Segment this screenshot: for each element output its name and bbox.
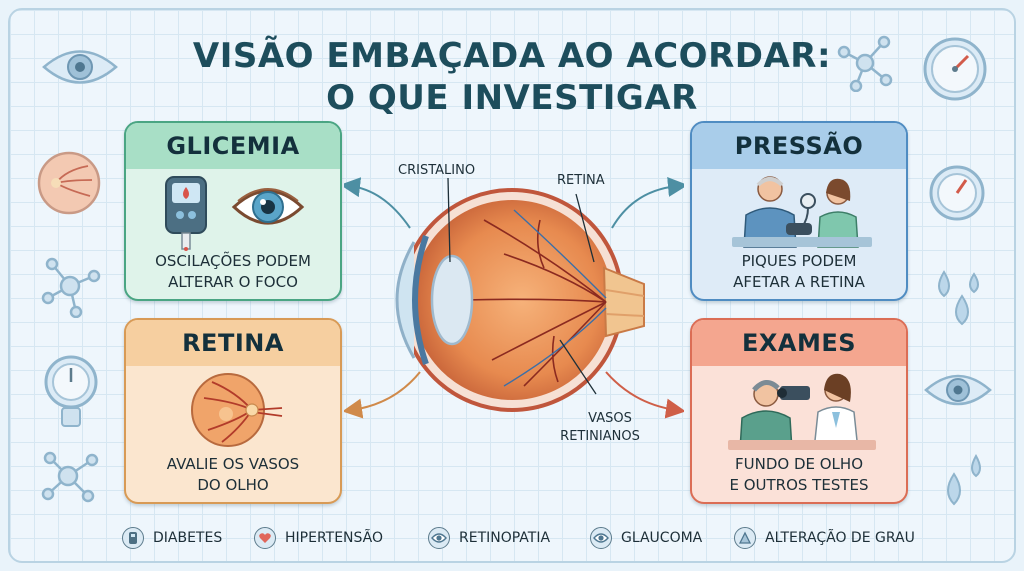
eye-outline-icon	[924, 374, 992, 406]
eye-icon	[231, 188, 305, 225]
card-heading: PRESSÃO	[692, 123, 906, 169]
legend-label: ALTERAÇÃO DE GRAU	[765, 530, 915, 546]
page-title-line2: O QUE INVESTIGAR	[326, 78, 698, 118]
glucometer-icon	[165, 176, 207, 251]
molecule-icon	[41, 451, 99, 503]
gauge-icon	[923, 37, 987, 101]
label-vasos-line2: RETINIANOS	[560, 429, 640, 444]
glucometer-icon	[122, 527, 144, 549]
card-caption-line2: AFETAR A RETINA	[733, 273, 865, 291]
card-heading: EXAMES	[692, 320, 906, 366]
eye-icon	[428, 527, 450, 549]
card-caption-line2: ALTERAR O FOCO	[168, 273, 298, 291]
blood-pressure-scene-icon	[732, 176, 872, 248]
eye-outline-icon	[42, 50, 118, 84]
heart-icon	[254, 527, 276, 549]
card-caption-line1: FUNDO DE OLHO	[735, 455, 863, 473]
eye-exam-scene-icon	[728, 373, 876, 450]
legend-item-diabetes: DIABETES	[122, 524, 222, 552]
retina-fundus-icon	[191, 373, 283, 447]
legend-item-alteracao-de-grau: ALTERAÇÃO DE GRAU	[734, 524, 915, 552]
legend-label: GLAUCOMA	[621, 530, 703, 546]
water-drops-icon	[938, 270, 979, 326]
eye-anatomy-diagram	[344, 176, 684, 419]
card-caption-line1: AVALIE OS VASOS	[166, 455, 300, 473]
legend-label: HIPERTENSÃO	[285, 530, 384, 546]
card-retina: RETINA AVALIE OS VASOS DO OLHO	[124, 318, 342, 504]
sphygmomanometer-icon	[44, 355, 98, 427]
legend-item-hipertensao: HIPERTENSÃO	[254, 524, 383, 552]
label-vasos-line1: VASOS	[588, 411, 632, 426]
card-caption-line1: OSCILAÇÕES PODEM	[155, 252, 311, 270]
retina-small-icon	[37, 151, 101, 215]
eye-icon	[590, 527, 612, 549]
molecule-icon	[837, 35, 893, 92]
molecule-icon	[41, 257, 101, 318]
legend-label: RETINOPATIA	[459, 530, 551, 546]
legend-item-retinopatia: RETINOPATIA	[428, 524, 550, 552]
legend: DIABETES HIPERTENSÃO RETINOPATIA GLAUCOM…	[0, 524, 1024, 552]
card-caption-line1: PIQUES PODEM	[741, 252, 857, 270]
page-title-line1: VISÃO EMBAÇADA AO ACORDAR:	[192, 36, 832, 76]
label-cristalino: CRISTALINO	[398, 163, 476, 178]
lens-icon	[734, 527, 756, 549]
water-drops-icon	[947, 453, 981, 506]
legend-label: DIABETES	[153, 530, 223, 546]
gauge-icon	[929, 165, 985, 221]
label-retina: RETINA	[557, 173, 605, 188]
legend-item-glaucoma: GLAUCOMA	[590, 524, 702, 552]
card-exames: EXAMES FUNDO DE OLHO E OUTROS TESTES	[690, 318, 908, 504]
card-glicemia: GLICEMIA OSCILAÇÕES PODEM ALTERAR O FOCO	[124, 121, 342, 301]
card-caption-line2: DO OLHO	[197, 476, 269, 494]
card-pressao: PRESSÃO PIQUES PODEM AFETAR A RETINA	[690, 121, 908, 301]
card-heading: RETINA	[126, 320, 340, 366]
card-caption-line2: E OUTROS TESTES	[729, 476, 869, 494]
card-heading: GLICEMIA	[126, 123, 340, 169]
